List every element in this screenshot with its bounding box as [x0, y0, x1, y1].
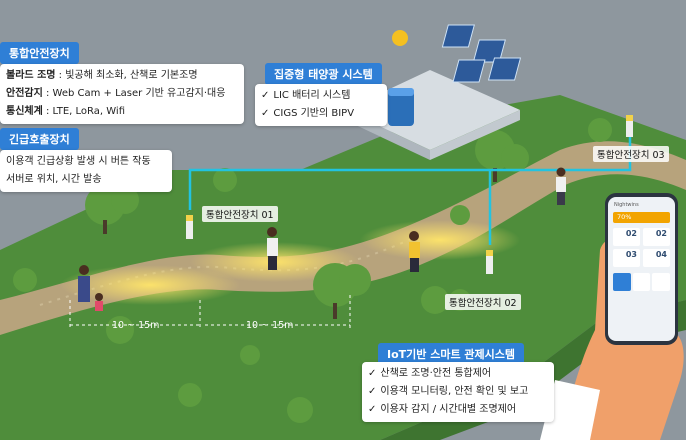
iot-row: ✓이용자 감지 / 시간대별 조명제어 — [368, 404, 517, 415]
integrated-device-card: 볼라드 조명 : 빛공해 최소화, 산책로 기본조명 안전감지 : Web Ca… — [0, 64, 244, 124]
light-pool — [360, 220, 520, 260]
sun-icon — [392, 30, 408, 46]
battery-icon — [388, 88, 414, 126]
pedestrians — [78, 167, 566, 311]
comm-row: 통신체계 : LTE, LoRa, Wifi — [6, 106, 125, 117]
smartphone: Nightwins 70% 02 02 03 04 — [605, 193, 678, 345]
emergency-row: 이용객 긴급상황 발생 시 버튼 작동 — [6, 156, 151, 167]
level-bar: 70% — [613, 212, 670, 223]
device-label-01: 통합안전장치 01 — [202, 206, 278, 222]
iot-row: ✓이용객 모니터링, 안전 확인 및 보고 — [368, 386, 529, 397]
solar-header: 집중형 태양광 시스템 — [265, 63, 382, 85]
device-label-02: 통합안전장치 02 — [445, 294, 521, 310]
device-label-03: 통합안전장치 03 — [593, 146, 669, 162]
light-pool — [60, 265, 240, 305]
sensing-row: 안전감지 : Web Cam + Laser 기반 유고감지·대응 — [6, 88, 226, 99]
control-buttons — [608, 270, 675, 294]
device-grid: 02 02 03 04 — [608, 225, 675, 270]
iot-row: ✓산책로 조명·안전 통합제어 — [368, 368, 492, 379]
device-cell[interactable]: 02 — [613, 228, 640, 246]
control-button[interactable] — [632, 273, 651, 291]
emergency-row: 서버로 위치, 시간 발송 — [6, 174, 102, 185]
phone-screen: Nightwins 70% 02 02 03 04 — [608, 197, 675, 341]
light-button[interactable] — [613, 273, 631, 291]
distance-label: 10 ~ 15m — [246, 320, 294, 331]
emergency-card: 이용객 긴급상황 발생 시 버튼 작동 서버로 위치, 시간 발송 — [0, 150, 172, 192]
solar-row: ✓LIC 배터리 시스템 — [261, 90, 351, 101]
app-title: Nightwins — [614, 202, 639, 208]
iot-header: IoT기반 스마트 관제시스템 — [378, 343, 525, 365]
solar-row: ✓CIGS 기반의 BIPV — [261, 108, 355, 119]
device-cell[interactable]: 04 — [643, 249, 670, 267]
safety-device-posts — [186, 115, 633, 274]
device-cell[interactable]: 02 — [643, 228, 670, 246]
device-cell[interactable]: 03 — [613, 249, 640, 267]
control-button[interactable] — [652, 273, 671, 291]
integrated-device-header: 통합안전장치 — [0, 42, 79, 64]
iot-card: ✓산책로 조명·안전 통합제어 ✓이용객 모니터링, 안전 확인 및 보고 ✓이… — [362, 362, 554, 422]
distance-label: 10 ~ 15m — [112, 320, 160, 331]
solar-card: ✓LIC 배터리 시스템 ✓CIGS 기반의 BIPV — [255, 84, 387, 126]
network-link — [188, 120, 632, 210]
emergency-header: 긴급호출장치 — [0, 128, 79, 150]
bollard-row: 볼라드 조명 : 빛공해 최소화, 산책로 기본조명 — [6, 70, 198, 81]
distance-guides — [69, 295, 351, 330]
